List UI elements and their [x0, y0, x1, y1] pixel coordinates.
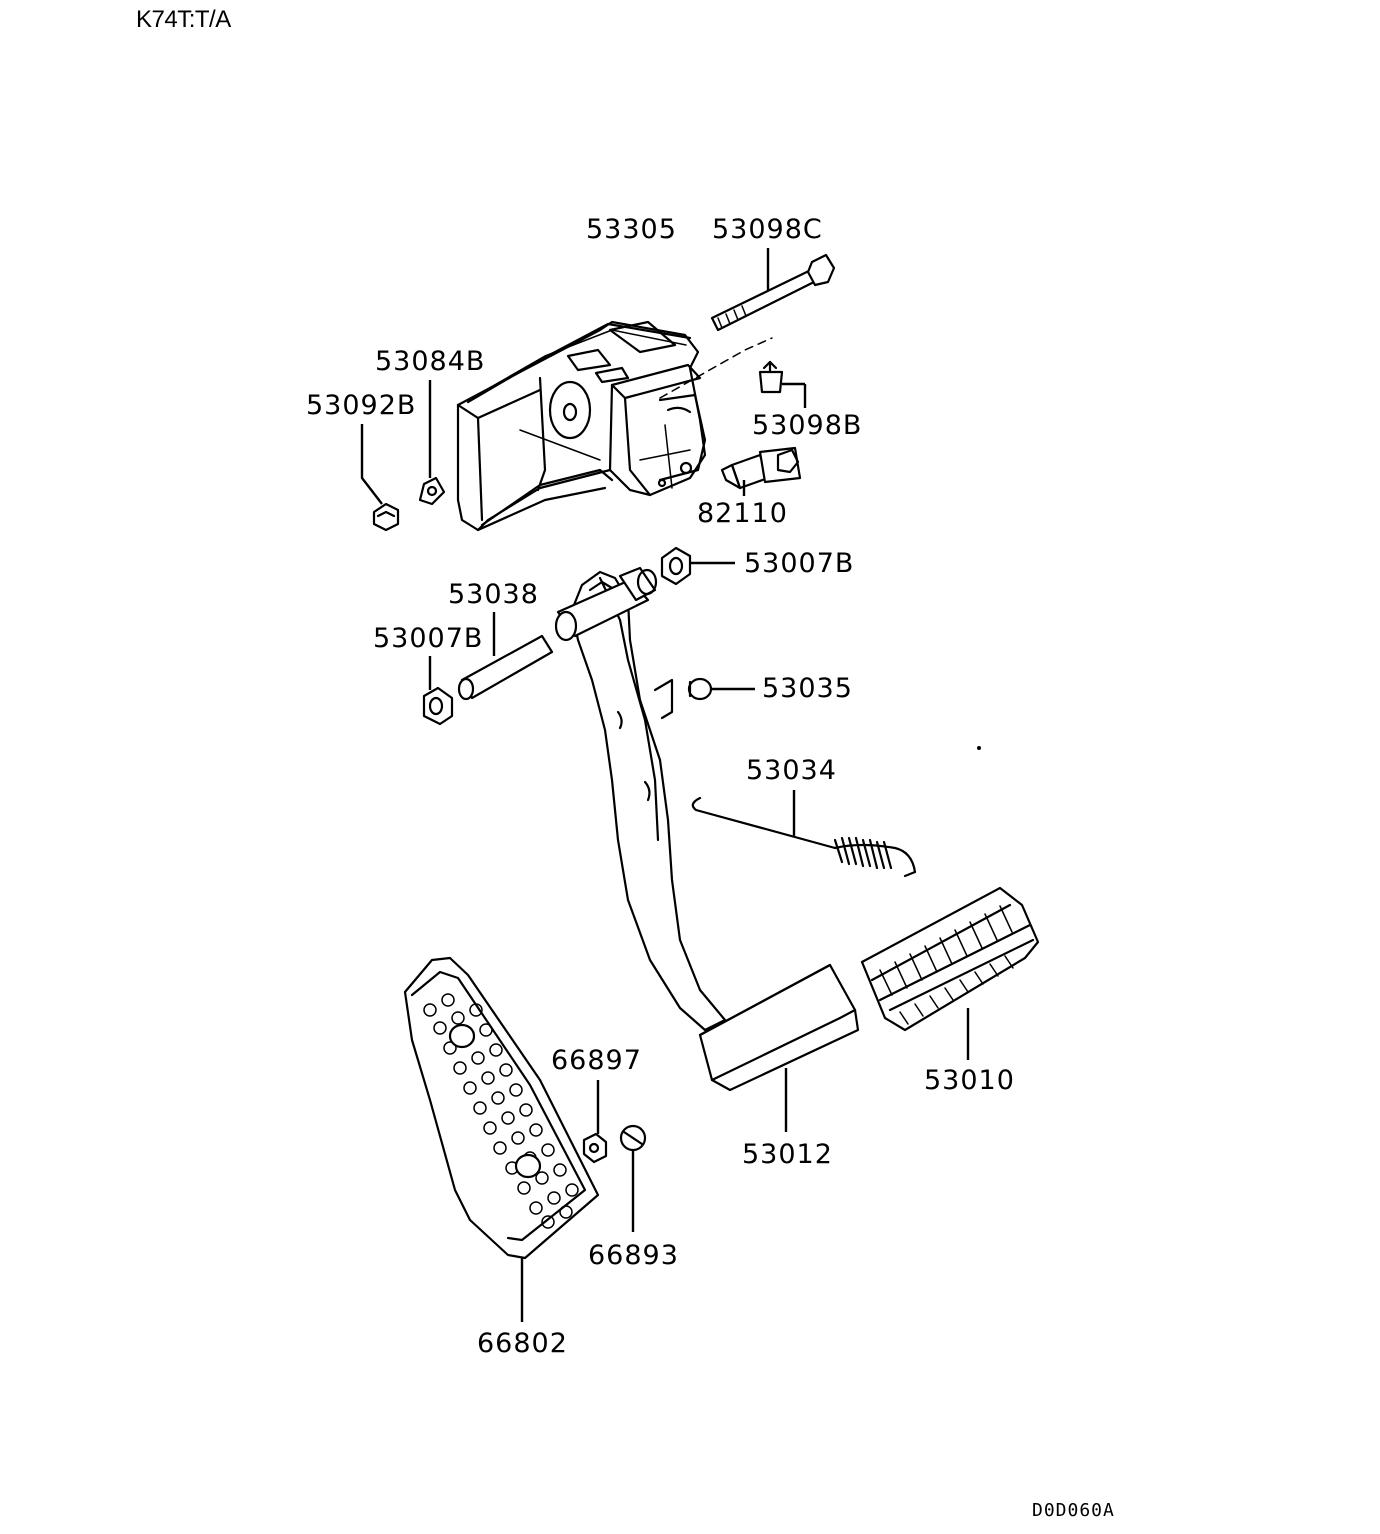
label-66897: 66897 — [551, 1045, 642, 1076]
model-label: K74T:T/A — [136, 6, 231, 33]
label-66893: 66893 — [588, 1240, 679, 1271]
label-53084b: 53084B — [375, 346, 485, 377]
nut-53092b — [360, 424, 400, 532]
label-66802: 66802 — [477, 1328, 568, 1359]
label-53034: 53034 — [746, 755, 837, 786]
label-53092b: 53092B — [306, 390, 416, 421]
stopper-66893 — [619, 1124, 647, 1232]
label-53007b-left: 53007B — [373, 623, 483, 654]
diagram-code: D0D060A — [1032, 1500, 1115, 1521]
label-53098c: 53098C — [712, 214, 823, 245]
label-53035: 53035 — [762, 673, 853, 704]
accel-pedal-studs — [423, 993, 579, 1229]
label-53098b: 53098B — [752, 410, 862, 441]
label-53007b-right: 53007B — [744, 548, 854, 579]
bushing-left — [422, 656, 454, 726]
label-53038: 53038 — [448, 579, 539, 610]
brake-pedal-arm — [554, 566, 860, 1132]
label-53010: 53010 — [924, 1065, 1015, 1096]
nut-66897 — [582, 1080, 608, 1164]
brake-pedal-pad — [860, 886, 1040, 1060]
accelerator-pedal — [403, 956, 600, 1322]
pedal-bracket — [456, 320, 773, 532]
washer-53084b — [418, 380, 446, 506]
label-53305: 53305 — [586, 214, 677, 245]
stop-lamp-switch — [720, 446, 802, 496]
label-82110: 82110 — [697, 498, 788, 529]
bracket-bolt — [710, 248, 836, 332]
pivot-shaft — [457, 612, 554, 701]
label-53012: 53012 — [742, 1139, 833, 1170]
pedal-stopper — [687, 677, 755, 701]
clevis-pin — [758, 360, 807, 408]
return-spring — [691, 790, 917, 878]
stray-mark — [977, 746, 981, 750]
bushing-right — [660, 546, 735, 586]
